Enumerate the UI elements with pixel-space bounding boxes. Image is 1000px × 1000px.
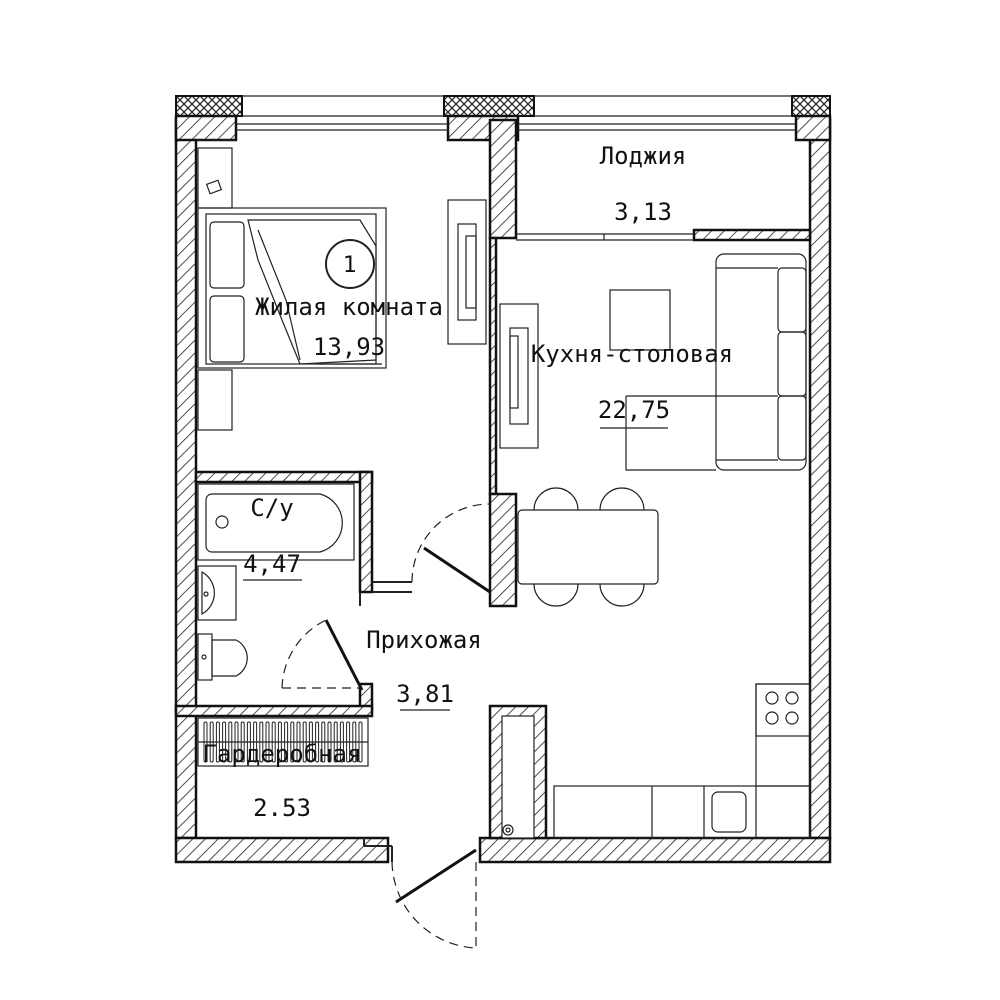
wardrobe-area: 2.53 bbox=[253, 794, 311, 822]
sofa bbox=[625, 253, 807, 471]
loggia-area: 3,13 bbox=[614, 198, 672, 226]
bedside-table bbox=[197, 147, 233, 431]
dining-set bbox=[517, 487, 659, 607]
tv-unit-kitchen bbox=[499, 303, 539, 449]
sink bbox=[197, 565, 237, 621]
hall-label: Прихожая bbox=[366, 626, 482, 654]
living-room-area: 13,93 bbox=[313, 333, 385, 361]
room-marker: 1 bbox=[325, 239, 375, 289]
living-room-label: Жилая комната bbox=[255, 293, 443, 321]
bathtub bbox=[197, 483, 355, 561]
toilet bbox=[197, 633, 248, 681]
tv-stand bbox=[447, 199, 487, 345]
room-marker-number: 1 bbox=[343, 253, 357, 278]
coffee-table bbox=[609, 289, 671, 351]
hall-area: 3,81 bbox=[396, 680, 454, 708]
kitchen-area: 22,75 bbox=[598, 396, 670, 424]
kitchen-label: Кухня-столовая bbox=[531, 340, 733, 368]
interior-walls bbox=[174, 118, 812, 862]
kitchen-counter bbox=[553, 683, 811, 839]
loggia-label: Лоджия bbox=[600, 142, 687, 170]
wardrobe-rail bbox=[197, 717, 369, 767]
bed bbox=[197, 207, 387, 369]
room-labels: Жилая комната 13,93 Лоджия 3,13 Кухня-ст… bbox=[203, 142, 734, 822]
bathroom-area: 4,47 bbox=[243, 550, 301, 578]
wardrobe-label: Гардеробная bbox=[203, 740, 362, 768]
doors bbox=[281, 234, 605, 949]
bathroom-label: С/у bbox=[250, 494, 293, 522]
exterior-walls bbox=[174, 95, 832, 864]
